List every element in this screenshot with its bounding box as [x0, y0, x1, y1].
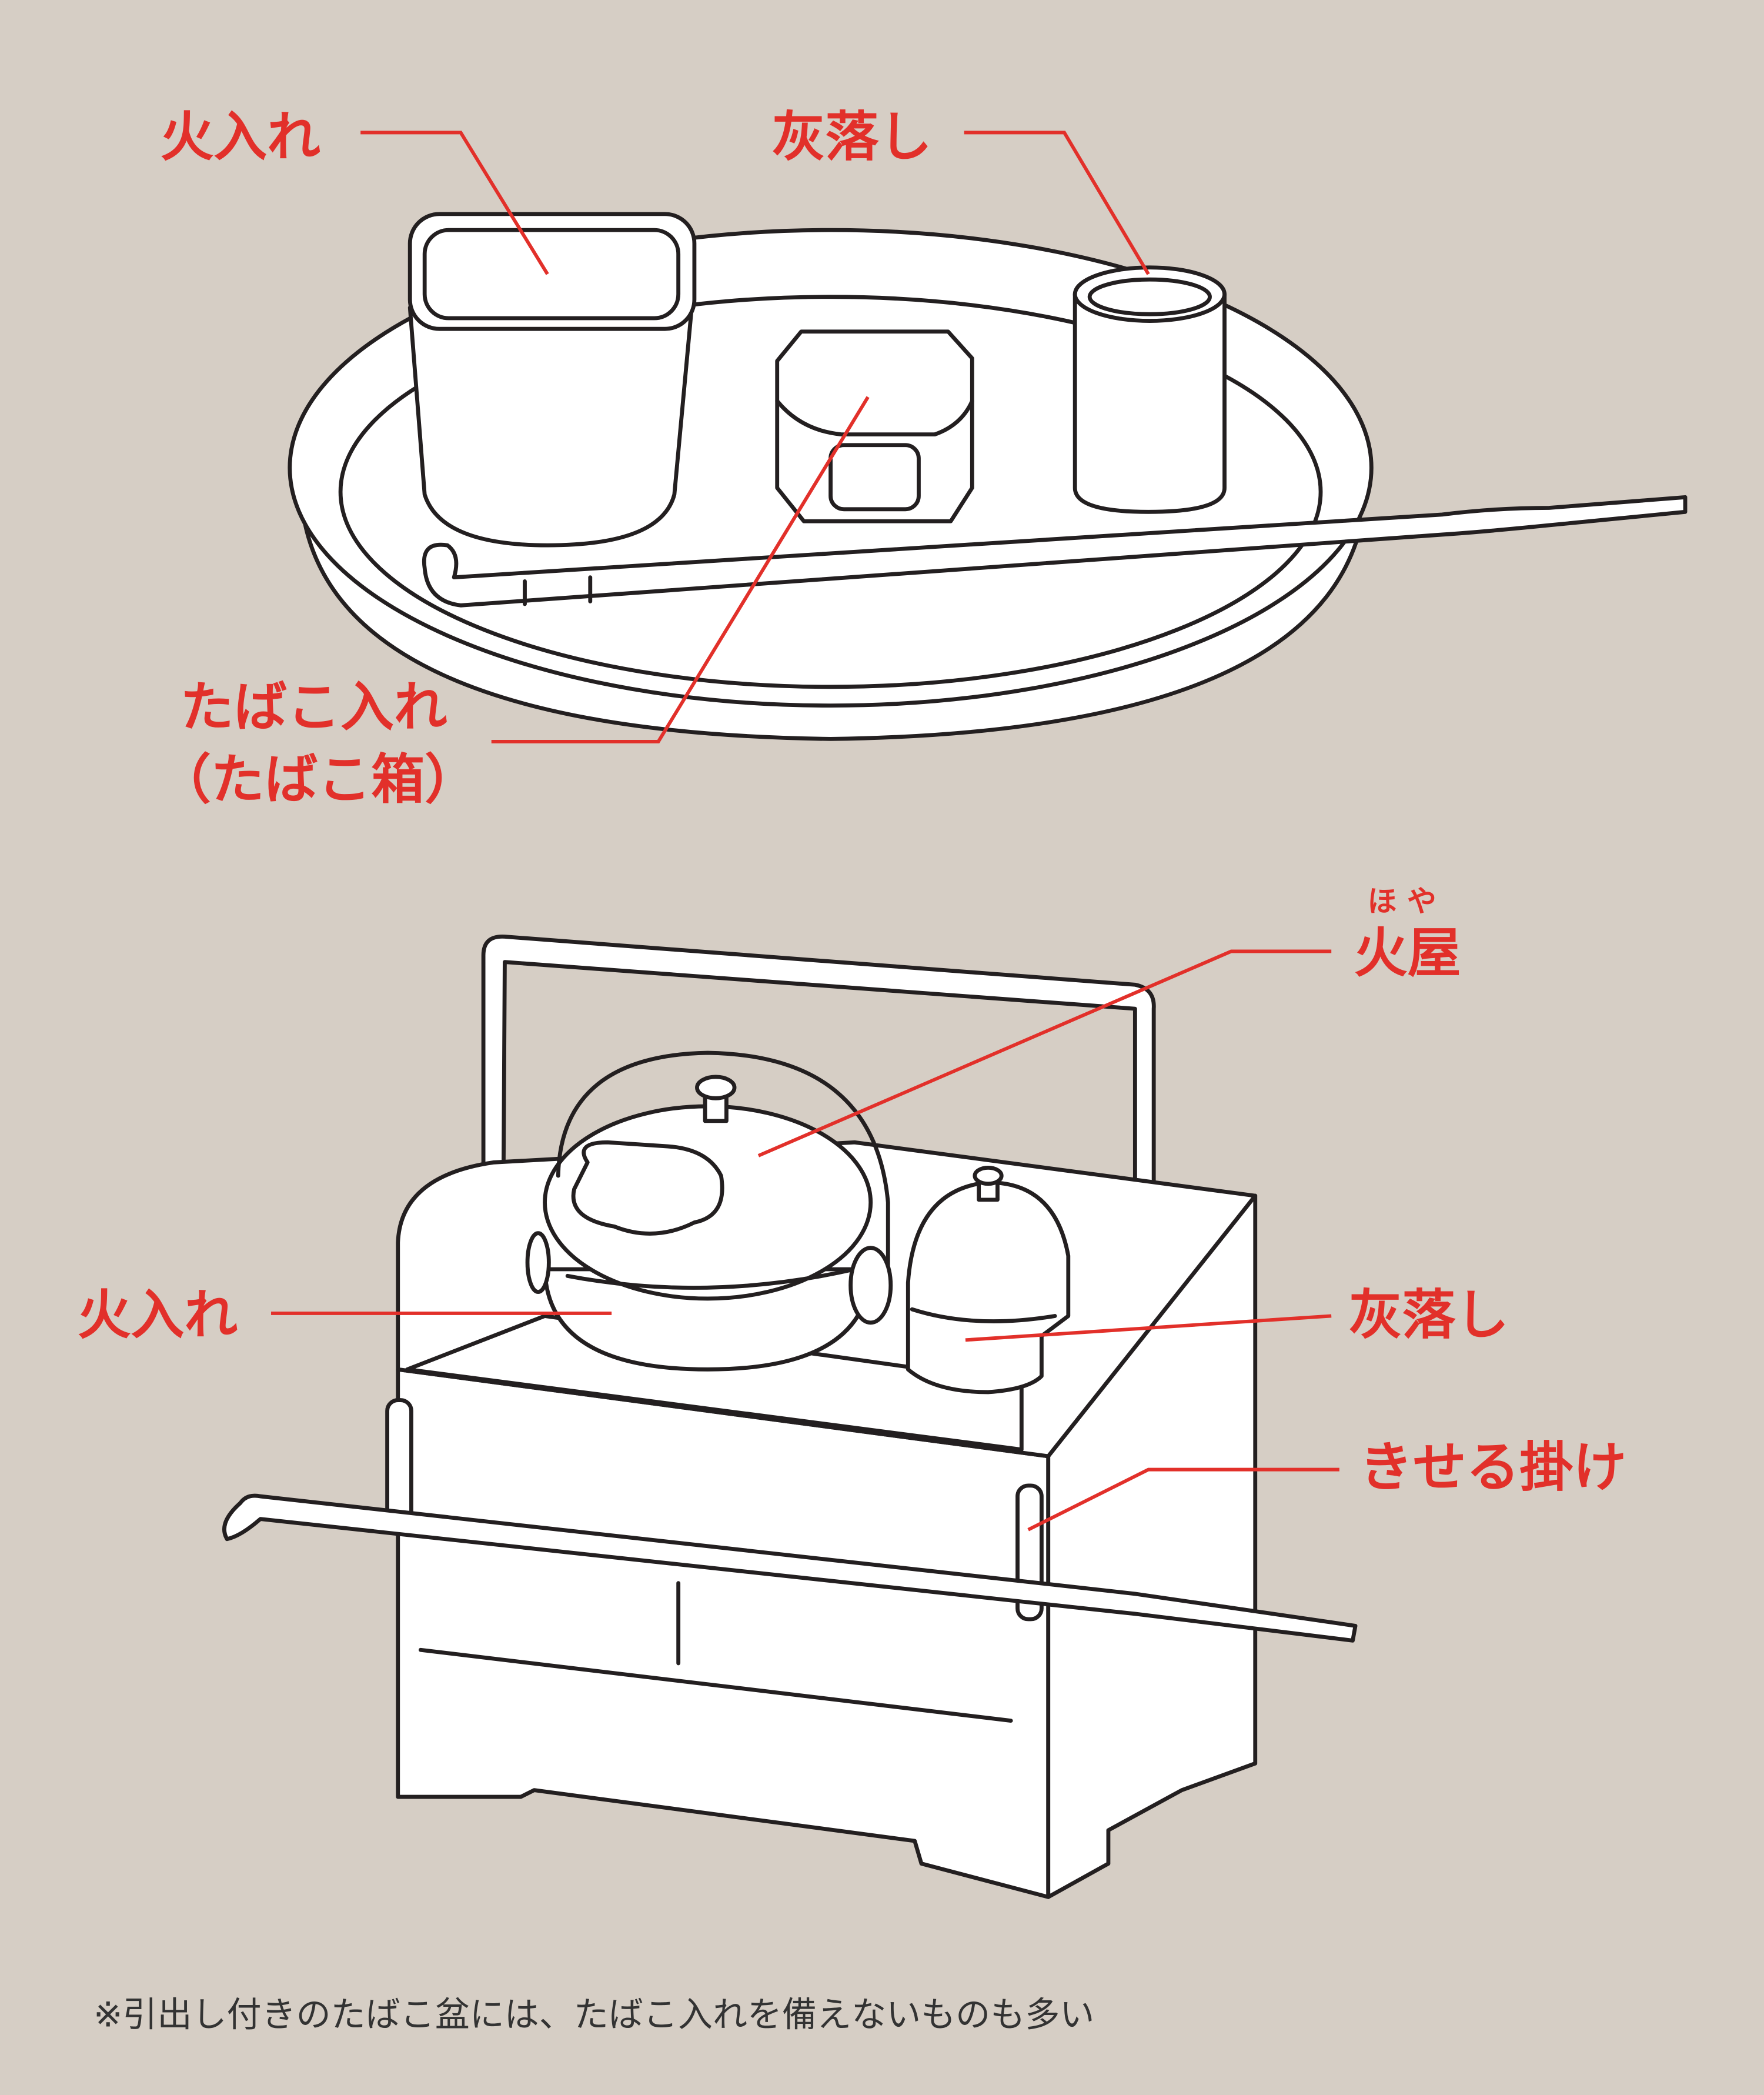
label-tabako-bako: （たばこ箱） — [158, 749, 478, 810]
leader-kiseru-kake — [1027, 1467, 1339, 1532]
label-tabako-ire: たばこ入れ — [181, 677, 447, 739]
footnote: ※引出し付きのたばこ盆には、たばこ入れを備えないものも多い — [93, 1994, 1094, 2035]
box-illustration — [222, 935, 1358, 1899]
kiseru-pipe — [422, 495, 1688, 608]
kiseru-pipe-2 — [222, 1493, 1358, 1643]
hiire-pot — [407, 305, 694, 548]
tabako-box — [775, 329, 974, 523]
leader-tabako-ire — [491, 396, 870, 743]
label-hoya-ruby: ほ や — [1368, 884, 1436, 918]
label-hiire-bottom: 火入れ — [78, 1285, 238, 1346]
label-hiire-top: 火入れ — [161, 106, 321, 168]
haiotoshi-cup — [1073, 292, 1227, 514]
hiire-kettle — [543, 1267, 873, 1372]
box-side — [1046, 1193, 1258, 1899]
tray-illustration — [288, 212, 1688, 741]
leader-hiire-top — [360, 131, 549, 275]
box-front — [396, 1367, 1051, 1899]
label-haiotoshi-bottom: 灰落し — [1349, 1285, 1509, 1346]
leader-hoya — [757, 949, 1332, 1157]
haiotoshi-cup-2 — [906, 1180, 1071, 1395]
leader-haiotoshi-bottom — [965, 1314, 1332, 1342]
leader-haiotoshi-top — [964, 131, 1150, 275]
label-hoya: 火屋 — [1354, 923, 1461, 985]
label-haiotoshi-top: 灰落し — [772, 106, 933, 168]
label-kiseru-kake: きせる掛け — [1359, 1437, 1626, 1499]
hiire-pot-rim — [407, 212, 697, 331]
